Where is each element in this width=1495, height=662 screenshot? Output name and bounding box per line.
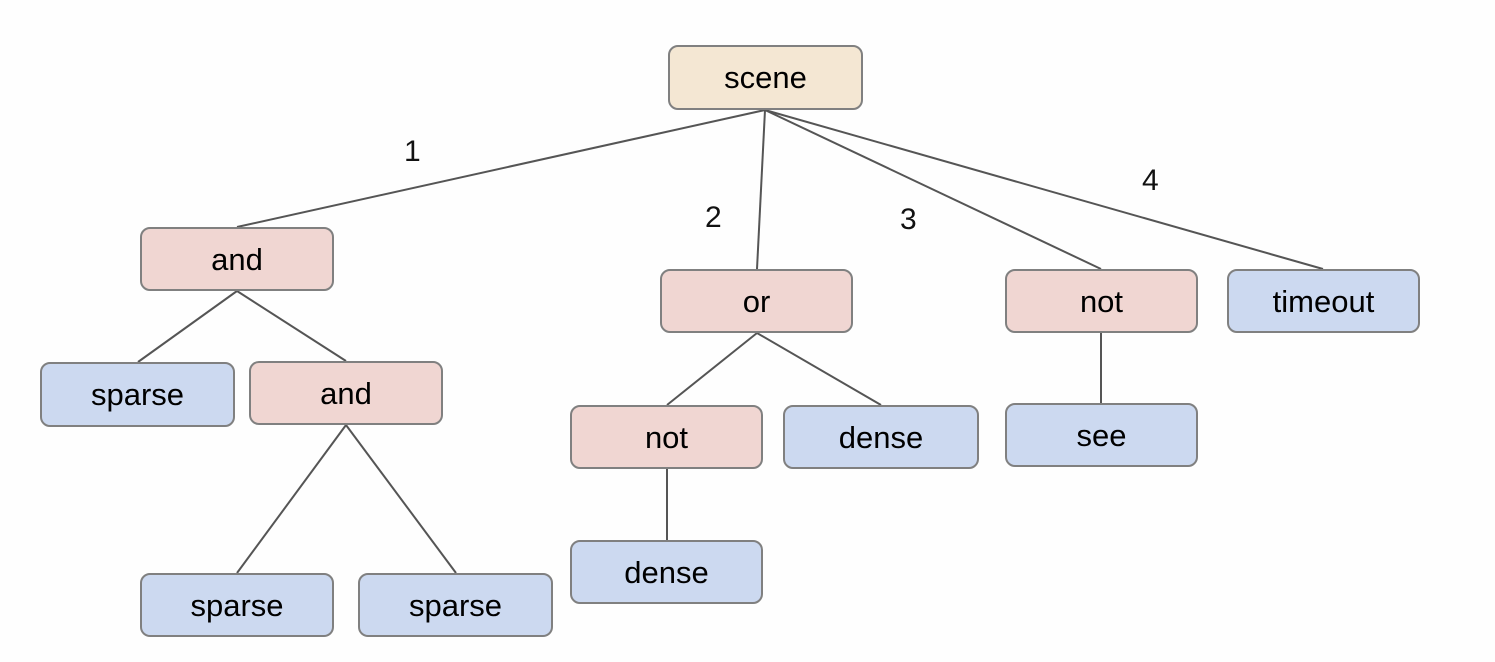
tree-node-label: timeout (1272, 283, 1375, 319)
edge-label-3: 3 (900, 203, 917, 236)
tree-node-see[interactable]: see (1005, 403, 1198, 467)
tree-edge (764, 109, 1324, 270)
tree-node-label: and (211, 241, 263, 277)
tree-node-label: sparse (408, 587, 503, 623)
tree-node-label: sparse (90, 377, 185, 412)
tree-node-dense2[interactable]: dense (570, 540, 763, 604)
tree-edge (345, 424, 457, 574)
tree-node-label: not (1079, 283, 1124, 319)
tree-node-label: scene (724, 60, 807, 95)
tree-edge (756, 109, 766, 270)
tree-node-sparse3[interactable]: sparse (358, 573, 553, 637)
tree-node-label: or (742, 283, 771, 319)
tree-node-not2[interactable]: not (570, 405, 763, 469)
tree-node-or1[interactable]: or (660, 269, 853, 333)
tree-node-dense1[interactable]: dense (783, 405, 979, 469)
edge-label-1: 1 (404, 135, 421, 168)
tree-edge (137, 290, 238, 363)
tree-node-timeout[interactable]: timeout (1227, 269, 1420, 333)
tree-edge (764, 109, 1102, 270)
tree-node-sparse2[interactable]: sparse (140, 573, 334, 637)
tree-node-sparse1[interactable]: sparse (40, 362, 235, 427)
tree-node-label: see (1076, 417, 1127, 453)
tree-edge (666, 332, 758, 406)
tree-edge (236, 424, 347, 574)
edge-label-4: 4 (1142, 164, 1159, 197)
tree-node-scene[interactable]: scene (668, 45, 863, 110)
tree-node-label: not (644, 419, 689, 455)
tree-node-label: and (320, 375, 372, 411)
tree-node-and2[interactable]: and (249, 361, 443, 425)
tree-edge (236, 109, 766, 228)
tree-node-label: dense (624, 554, 709, 590)
tree-node-label: sparse (190, 587, 284, 623)
tree-node-label: dense (838, 419, 924, 455)
tree-node-and1[interactable]: and (140, 227, 334, 291)
tree-edge (236, 290, 347, 362)
edge-label-2: 2 (705, 201, 722, 234)
tree-node-not1[interactable]: not (1005, 269, 1198, 333)
tree-edge (756, 332, 882, 406)
